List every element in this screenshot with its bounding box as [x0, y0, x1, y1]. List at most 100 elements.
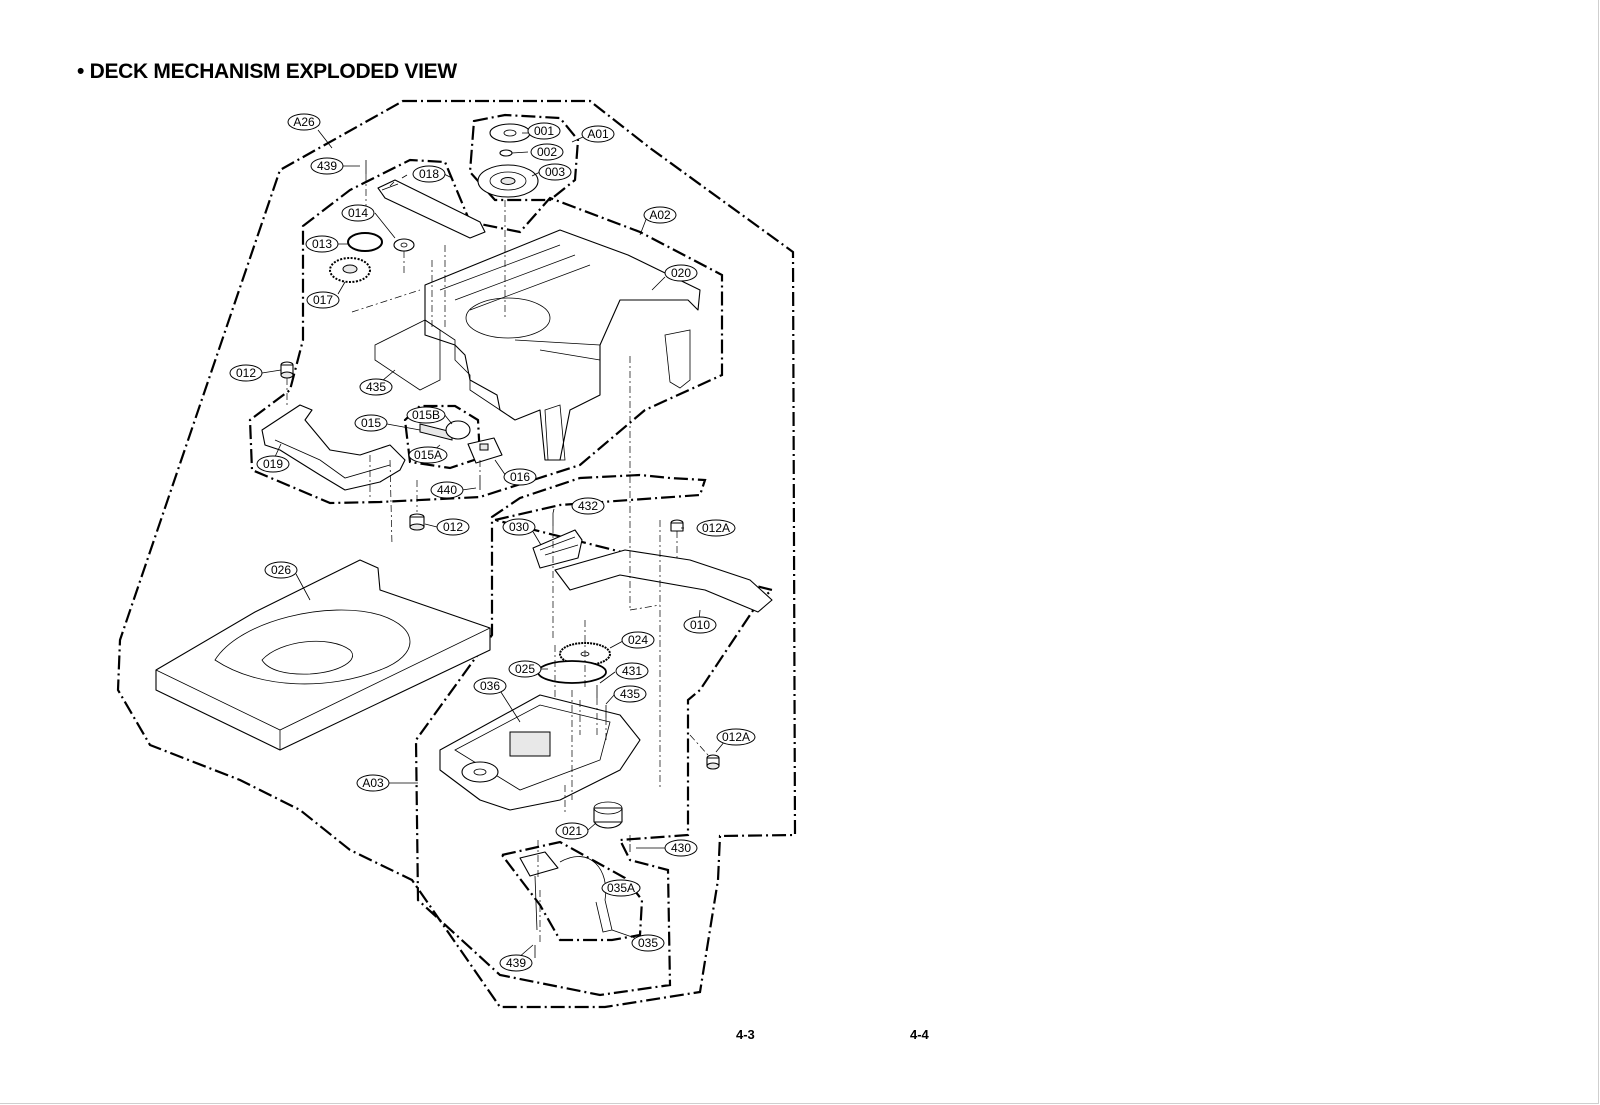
part-003-inner — [489, 171, 527, 191]
label-018: 018 — [412, 165, 446, 183]
svg-text:A26: A26 — [293, 115, 315, 129]
svg-text:026: 026 — [271, 563, 291, 577]
group-outline-a02 — [248, 158, 724, 505]
svg-text:010: 010 — [690, 618, 710, 632]
label-010: 010 — [683, 616, 717, 634]
label-016: 016 — [503, 468, 537, 486]
svg-text:015: 015 — [361, 416, 381, 430]
svg-text:A02: A02 — [649, 208, 671, 222]
part-001-hub — [503, 129, 517, 137]
group-outline-035 — [500, 840, 644, 942]
part-030 — [532, 529, 583, 569]
label-015a: 015A — [408, 446, 448, 464]
label-440: 440 — [430, 481, 464, 499]
label-012a-bottom: 012A — [716, 728, 756, 746]
svg-text:017: 017 — [313, 293, 333, 307]
svg-text:015A: 015A — [414, 448, 442, 462]
label-435-bottom: 435 — [613, 685, 647, 703]
svg-text:035A: 035A — [607, 881, 635, 895]
svg-text:020: 020 — [671, 266, 691, 280]
svg-text:016: 016 — [510, 470, 530, 484]
svg-text:001: 001 — [534, 124, 554, 138]
part-019 — [261, 404, 406, 491]
label-432: 432 — [571, 497, 605, 515]
svg-text:A03: A03 — [362, 776, 384, 790]
svg-text:015B: 015B — [412, 408, 440, 422]
label-017: 017 — [306, 291, 340, 309]
label-035a: 035A — [601, 879, 641, 897]
svg-text:003: 003 — [545, 165, 565, 179]
part-026 — [155, 559, 491, 751]
svg-text:014: 014 — [348, 206, 368, 220]
label-014: 014 — [341, 204, 375, 222]
group-outline-015 — [403, 404, 482, 470]
svg-text:025: 025 — [515, 662, 535, 676]
svg-text:012: 012 — [443, 520, 463, 534]
part-018 — [377, 179, 486, 239]
part-012a-bottom — [706, 754, 720, 770]
part-035a — [559, 856, 613, 933]
label-a26: A26 — [287, 113, 321, 131]
svg-text:035: 035 — [638, 936, 658, 950]
label-025: 025 — [508, 660, 542, 678]
label-013: 013 — [305, 235, 339, 253]
label-024: 024 — [621, 631, 655, 649]
svg-text:430: 430 — [671, 841, 691, 855]
svg-text:036: 036 — [480, 679, 500, 693]
svg-text:439: 439 — [317, 159, 337, 173]
label-a03: A03 — [356, 774, 390, 792]
label-430: 430 — [664, 839, 698, 857]
label-026: 026 — [264, 561, 298, 579]
svg-text:021: 021 — [562, 824, 582, 838]
label-019: 019 — [256, 455, 290, 473]
part-012a-top — [670, 519, 684, 532]
svg-text:435: 435 — [366, 380, 386, 394]
svg-text:431: 431 — [622, 664, 642, 678]
label-435-top: 435 — [359, 378, 393, 396]
svg-text:002: 002 — [537, 145, 557, 159]
page-number-right: 4-4 — [910, 1027, 929, 1042]
svg-text:012: 012 — [236, 366, 256, 380]
page-title: • DECK MECHANISM EXPLODED VIEW — [77, 60, 457, 83]
svg-text:439: 439 — [506, 956, 526, 970]
label-015: 015 — [354, 414, 388, 432]
svg-text:440: 440 — [437, 483, 457, 497]
svg-text:012A: 012A — [722, 730, 750, 744]
svg-text:013: 013 — [312, 237, 332, 251]
label-001: 001 — [527, 122, 561, 140]
group-outline-a26 — [116, 99, 797, 1009]
label-003: 003 — [538, 163, 572, 181]
part-010 — [554, 549, 773, 613]
part-003-hub — [500, 177, 516, 185]
label-439-top: 439 — [310, 157, 344, 175]
label-030: 030 — [502, 518, 536, 536]
part-015 — [419, 423, 453, 441]
part-012-lower — [409, 513, 425, 531]
part-025 — [537, 660, 607, 684]
label-002: 002 — [530, 143, 564, 161]
page-number-left: 4-3 — [736, 1027, 755, 1042]
label-036: 036 — [473, 677, 507, 695]
svg-text:012A: 012A — [702, 521, 730, 535]
svg-text:024: 024 — [628, 633, 648, 647]
part-002 — [499, 149, 513, 157]
part-035 — [519, 851, 559, 877]
svg-text:018: 018 — [419, 167, 439, 181]
label-035: 035 — [631, 934, 665, 952]
label-012-lower: 012 — [436, 518, 470, 536]
svg-text:A01: A01 — [587, 127, 609, 141]
svg-text:030: 030 — [509, 520, 529, 534]
label-012-upper: 012 — [229, 364, 263, 382]
label-a01: A01 — [581, 125, 615, 143]
group-outline-a03 — [414, 473, 775, 997]
label-439-bottom: 439 — [499, 954, 533, 972]
label-a02: A02 — [643, 206, 677, 224]
part-014 — [393, 238, 415, 252]
svg-text:432: 432 — [578, 499, 598, 513]
part-015-motor — [445, 420, 471, 440]
label-012a-top: 012A — [696, 519, 736, 537]
part-013 — [347, 232, 383, 252]
label-015b: 015B — [406, 406, 446, 424]
